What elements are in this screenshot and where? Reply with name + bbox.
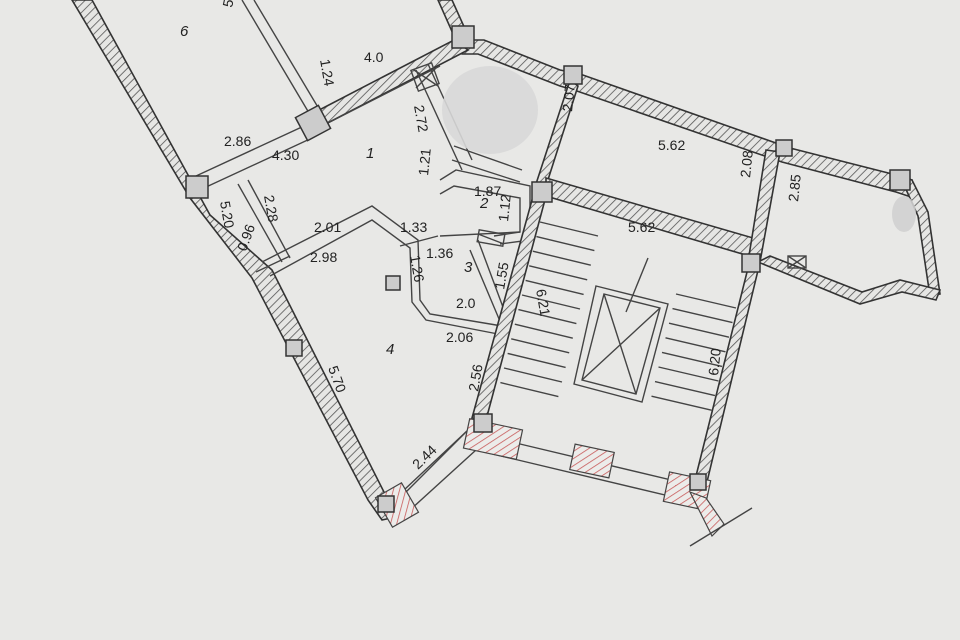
stair-tread bbox=[672, 307, 733, 324]
dim-5-62-top: 5.62 bbox=[658, 137, 685, 153]
room-label-4: 4 bbox=[386, 341, 394, 358]
dim-2-08: 2.08 bbox=[737, 149, 756, 178]
dim-5-88: 5.88 bbox=[219, 0, 240, 9]
dim-4-30: 4.30 bbox=[272, 147, 299, 163]
stair-tread bbox=[521, 294, 581, 310]
stair-tread bbox=[518, 308, 577, 325]
dim-6-21: 6.21 bbox=[533, 288, 554, 318]
dim-5-20: 5.20 bbox=[217, 200, 238, 230]
stairs bbox=[500, 221, 737, 411]
dim-1-24: 1.24 bbox=[317, 58, 338, 88]
columns bbox=[185, 25, 911, 513]
dim-1-55: 1.55 bbox=[491, 261, 512, 291]
dim-1-87: 1.87 bbox=[474, 183, 501, 199]
stair-tread bbox=[539, 221, 599, 237]
dim-2-72: 2.72 bbox=[411, 104, 432, 134]
stair-tread bbox=[507, 352, 566, 369]
dim-1-33: 1.33 bbox=[400, 219, 427, 235]
stair-tread bbox=[661, 351, 723, 368]
stair-tread bbox=[514, 323, 573, 339]
dim-1-26: 1.26 bbox=[407, 254, 428, 284]
dim-1-12: 1.12 bbox=[495, 193, 514, 222]
stair-tread bbox=[500, 381, 559, 398]
dim-2-07: 2.07 bbox=[559, 83, 578, 112]
dim-2-85: 2.85 bbox=[785, 173, 804, 202]
stair-tread bbox=[668, 322, 730, 338]
stair-tread bbox=[525, 279, 584, 296]
dim-2-28: 2.28 bbox=[261, 194, 282, 224]
redaction-patches bbox=[442, 66, 916, 232]
room-label-1: 1 bbox=[366, 145, 374, 162]
stair-tread bbox=[503, 367, 563, 383]
stair-tread bbox=[665, 337, 726, 353]
stair-tread bbox=[536, 235, 595, 252]
outer-wall-top bbox=[437, 0, 941, 297]
dim-1-36: 1.36 bbox=[426, 245, 453, 261]
stair-tread bbox=[529, 265, 588, 281]
stair-tread bbox=[658, 366, 719, 382]
dim-1-21: 1.21 bbox=[415, 147, 434, 176]
dim-6-20: 6.20 bbox=[705, 347, 724, 376]
room-label-2: 2 bbox=[479, 195, 489, 212]
room-label-6: 6 bbox=[180, 23, 189, 40]
interior-wall-6 bbox=[241, 0, 323, 119]
dim-2-01: 2.01 bbox=[314, 219, 341, 235]
stair-tread bbox=[511, 338, 570, 354]
stair-tread bbox=[651, 395, 712, 411]
dim-2-0: 2.0 bbox=[456, 295, 476, 311]
dim-2-86: 2.86 bbox=[224, 133, 251, 149]
dim-2-98: 2.98 bbox=[310, 249, 337, 265]
room-label-3: 3 bbox=[464, 259, 473, 276]
wall-corridor bbox=[195, 125, 313, 263]
dim-5-62-mid: 5.62 bbox=[628, 219, 655, 235]
dim-2-56: 2.56 bbox=[465, 363, 486, 393]
dim-4-0: 4.0 bbox=[364, 49, 384, 65]
vent-boxes bbox=[255, 62, 807, 273]
room-4-walls bbox=[261, 205, 503, 335]
dim-2-06: 2.06 bbox=[446, 329, 473, 345]
stair-tread bbox=[654, 380, 716, 397]
stair-tread bbox=[675, 293, 737, 309]
stair-tread bbox=[532, 250, 591, 266]
